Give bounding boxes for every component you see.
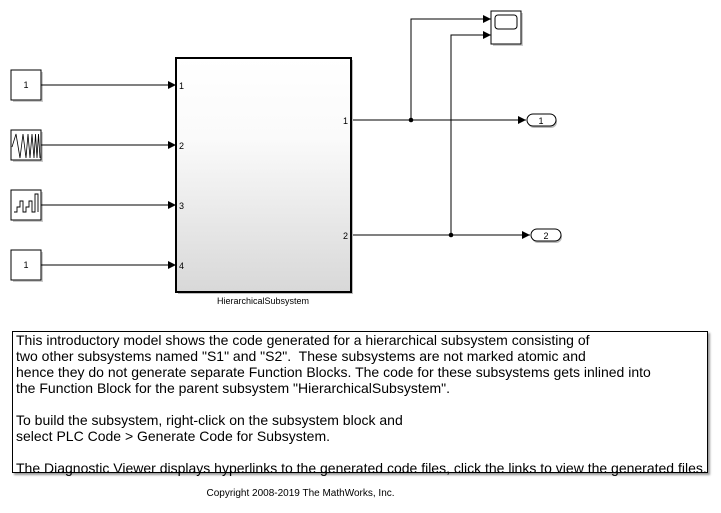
model-description-annotation: This introductory model shows the code g… — [12, 331, 708, 476]
branch-point — [408, 117, 414, 123]
annotation-line: select PLC Code > Generate Code for Subs… — [16, 428, 330, 444]
constant-value: 1 — [23, 80, 28, 90]
constant-block-4[interactable]: 1 — [10, 249, 43, 282]
annotation-line: This introductory model shows the code g… — [16, 332, 590, 348]
annotation-line: To build the subsystem, right-click on t… — [16, 412, 403, 428]
annotation-line: hence they do not generate separate Func… — [16, 364, 651, 380]
input-port-label: 2 — [179, 141, 184, 151]
outport-number: 1 — [538, 116, 543, 126]
annotation-blank-line — [16, 444, 707, 460]
annotation-line: the Function Block for the parent subsys… — [16, 380, 451, 396]
annotation-blank-line — [16, 396, 707, 412]
hierarchical-subsystem-block[interactable]: 1 2 3 4 1 2 — [175, 57, 353, 294]
signal-lines — [41, 15, 530, 269]
scope-screen-icon — [494, 14, 518, 30]
annotation-line: two other subsystems named "S1" and "S2"… — [16, 348, 586, 364]
annotation-line: The Diagnostic Viewer displays hyperlink… — [16, 460, 707, 476]
output-port-label: 1 — [343, 116, 348, 126]
subsystem-name-label: HierarchicalSubsystem — [217, 296, 309, 306]
chirp-signal-block[interactable] — [10, 129, 43, 162]
repeating-sequence-stair-block[interactable] — [10, 189, 43, 222]
output-port-label: 2 — [343, 231, 348, 241]
staircase-icon — [14, 193, 39, 213]
outport-2[interactable]: 2 — [530, 228, 562, 243]
constant-value: 1 — [23, 260, 28, 270]
outport-1[interactable]: 1 — [526, 113, 557, 128]
outport-number: 2 — [543, 231, 548, 241]
input-port-label: 1 — [179, 81, 184, 91]
scope-block[interactable] — [490, 10, 523, 46]
branch-point — [448, 232, 454, 238]
input-port-label: 4 — [179, 261, 184, 271]
chirp-icon — [11, 133, 41, 159]
copyright-text: Copyright 2008-2019 The MathWorks, Inc. — [206, 488, 395, 499]
input-port-label: 3 — [179, 201, 184, 211]
constant-block-1[interactable]: 1 — [10, 69, 43, 102]
